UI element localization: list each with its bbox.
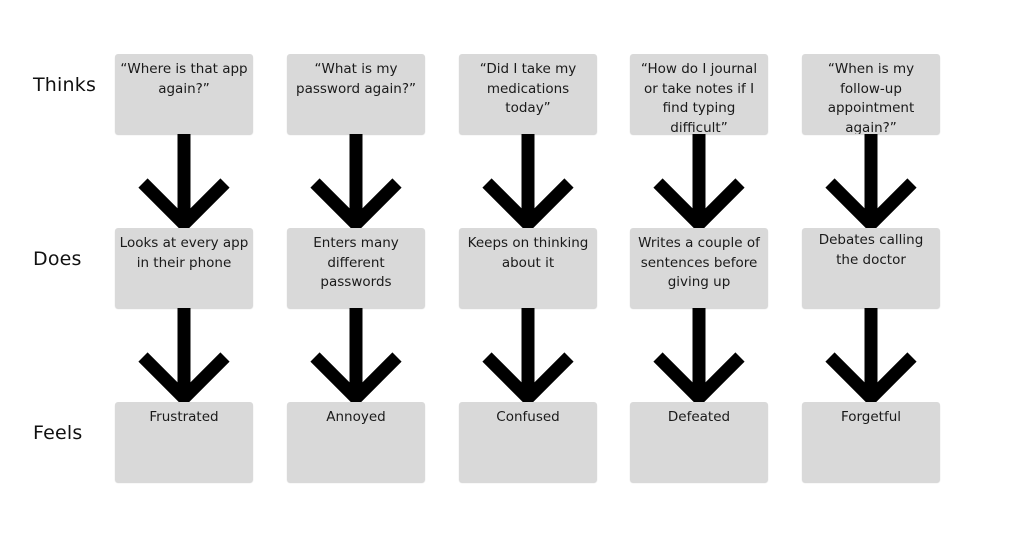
- row-label-thinks: Thinks: [33, 74, 97, 96]
- arrow-head-5-2: [825, 352, 917, 408]
- feels-box-1: Frustrated: [115, 402, 253, 482]
- does-box-3: Keeps on thinking about it: [459, 228, 597, 308]
- does-box-2: Enters many different passwords: [287, 228, 425, 308]
- arrow-head-5-1: [825, 178, 917, 234]
- does-box-5: Debates calling the doctor: [802, 228, 940, 308]
- feels-box-2: Annoyed: [287, 402, 425, 482]
- arrow-head-1-2: [138, 352, 230, 408]
- arrow-head-1-1: [138, 178, 230, 234]
- does-box-1: Looks at every app in their phone: [115, 228, 253, 308]
- feels-box-3: Confused: [459, 402, 597, 482]
- feels-box-5: Forgetful: [802, 402, 940, 482]
- thinks-box-2: “What is my password again?”: [287, 54, 425, 134]
- row-label-feels: Feels: [33, 422, 83, 444]
- arrow-head-4-2: [653, 352, 745, 408]
- does-box-4: Writes a couple of sentences before givi…: [630, 228, 768, 308]
- row-label-does: Does: [33, 248, 82, 270]
- thinks-box-3: “Did I take my medications today”: [459, 54, 597, 134]
- arrow-head-3-1: [482, 178, 574, 234]
- arrow-head-4-1: [653, 178, 745, 234]
- thinks-box-5: “When is my follow-up appointment again?…: [802, 54, 940, 134]
- thinks-box-4: “How do I journal or take notes if I fin…: [630, 54, 768, 134]
- arrow-head-2-1: [310, 178, 402, 234]
- thinks-box-1: “Where is that app again?”: [115, 54, 253, 134]
- arrow-head-3-2: [482, 352, 574, 408]
- arrow-head-2-2: [310, 352, 402, 408]
- feels-box-4: Defeated: [630, 402, 768, 482]
